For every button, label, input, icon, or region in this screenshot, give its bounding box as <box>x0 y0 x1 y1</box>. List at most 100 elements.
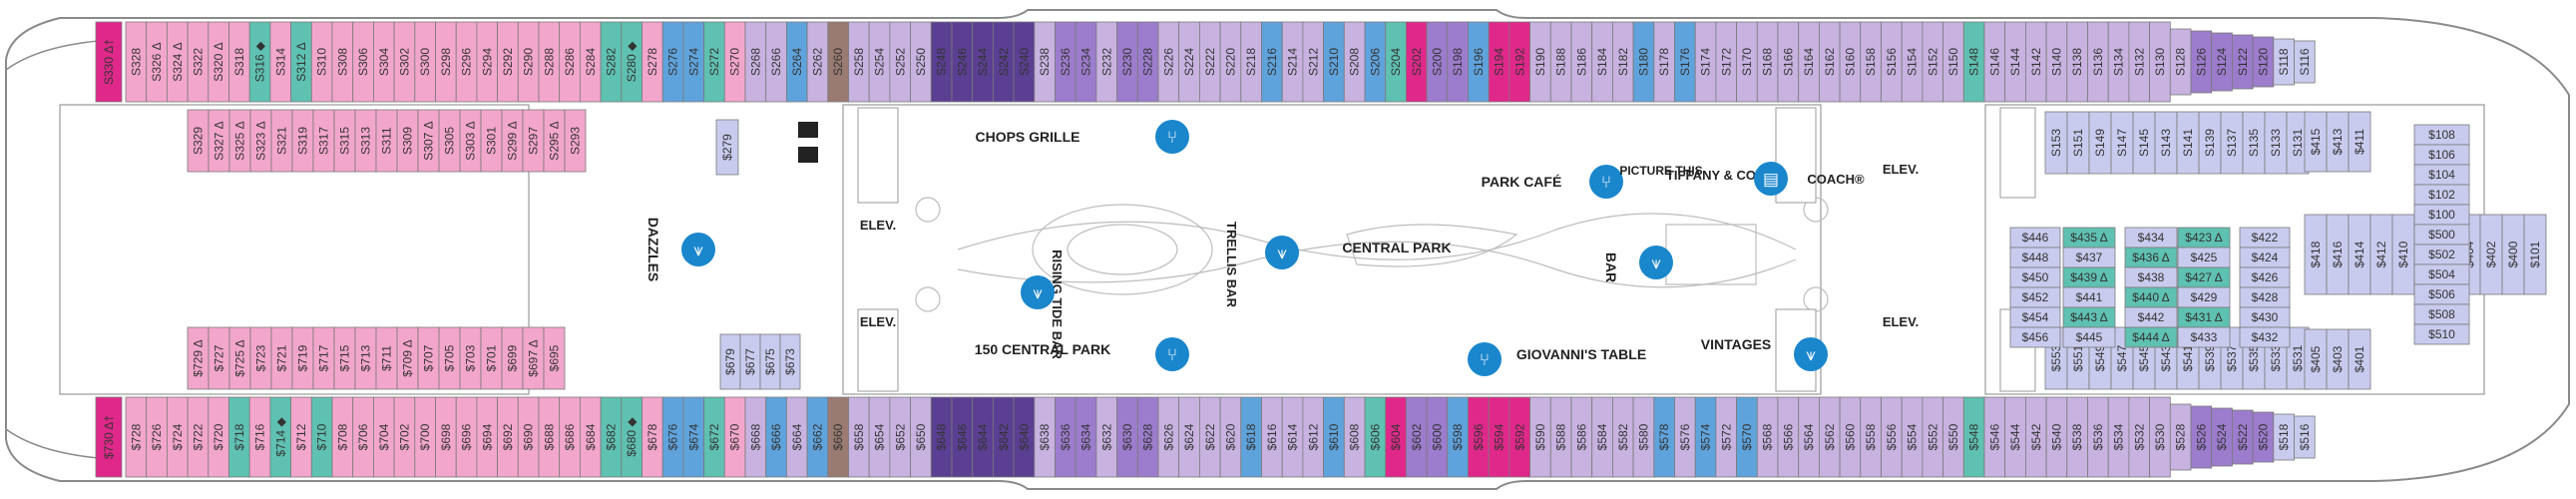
cabin-$698[interactable]: $698 <box>435 396 457 478</box>
cabin-$556[interactable]: $556 <box>1881 396 1903 478</box>
cabin-$445[interactable]: $445 <box>2062 326 2116 348</box>
cabin-$101[interactable]: $101 <box>2523 214 2547 295</box>
cabin-S248[interactable]: S248 <box>930 21 953 103</box>
cabin-S184[interactable]: S184 <box>1591 21 1613 103</box>
venue-elev[interactable]: ELEV. <box>1883 162 1919 177</box>
cabin-$522[interactable]: $522 <box>2231 409 2254 465</box>
cabin-S186[interactable]: S186 <box>1570 21 1593 103</box>
cabin-S226[interactable]: S226 <box>1157 21 1180 103</box>
cabin-$699[interactable]: $699 <box>501 326 524 390</box>
cabin-S312[interactable]: S312 Δ <box>290 21 312 103</box>
cabin-S126[interactable]: S126 <box>2190 30 2213 94</box>
cabin-$660[interactable]: $660 <box>827 396 849 478</box>
cabin-$426[interactable]: $426 <box>2239 266 2291 288</box>
cabin-S310[interactable]: S310 <box>310 21 333 103</box>
cabin-S214[interactable]: S214 <box>1281 21 1304 103</box>
cabin-$675[interactable]: $675 <box>759 333 781 390</box>
cabin-S318[interactable]: S318 <box>228 21 250 103</box>
cabin-$723[interactable]: $723 <box>249 326 272 390</box>
cabin-$431[interactable]: $431 Δ <box>2177 306 2231 328</box>
cabin-S190[interactable]: S190 <box>1529 21 1551 103</box>
cabin-$588[interactable]: $588 <box>1549 396 1572 478</box>
cabin-$566[interactable]: $566 <box>1777 396 1800 478</box>
cabin-$636[interactable]: $636 <box>1055 396 1076 478</box>
cabin-S134[interactable]: S134 <box>2107 21 2130 103</box>
cabin-$594[interactable]: $594 <box>1488 396 1510 478</box>
cabin-S133[interactable]: S133 <box>2264 111 2288 175</box>
cabin-S305[interactable]: S305 <box>438 109 461 173</box>
cabin-$725[interactable]: $725 Δ <box>228 326 251 390</box>
cabin-$548[interactable]: $548 <box>1962 396 1985 478</box>
cabin-$429[interactable]: $429 <box>2177 286 2231 308</box>
cabin-S317[interactable]: S317 <box>312 109 335 173</box>
cabin-$582[interactable]: $582 <box>1612 396 1634 478</box>
cabin-$104[interactable]: $104 <box>2413 164 2470 186</box>
cabin-$550[interactable]: $550 <box>1942 396 1964 478</box>
cabin-S166[interactable]: S166 <box>1777 21 1800 103</box>
cabin-$552[interactable]: $552 <box>1922 396 1944 478</box>
cabin-S158[interactable]: S158 <box>1860 21 1882 103</box>
cabin-$688[interactable]: $688 <box>538 396 561 478</box>
cabin-$616[interactable]: $616 <box>1261 396 1283 478</box>
cabin-$531[interactable]: $531 <box>2286 326 2310 390</box>
cabin-S284[interactable]: S284 <box>580 21 602 103</box>
cabin-$418[interactable]: $418 <box>2304 214 2328 295</box>
cabin-$646[interactable]: $646 <box>951 396 974 478</box>
cabin-$602[interactable]: $602 <box>1406 396 1428 478</box>
cabin-S242[interactable]: S242 <box>993 21 1015 103</box>
cabin-$706[interactable]: $706 <box>352 396 374 478</box>
cabin-$430[interactable]: $430 <box>2239 306 2291 328</box>
cabin-S276[interactable]: S276 <box>661 21 684 103</box>
cabin-S270[interactable]: S270 <box>723 21 746 103</box>
cabin-$400[interactable]: $400 <box>2501 214 2525 295</box>
cabin-S154[interactable]: S154 <box>1901 21 1924 103</box>
cabin-$618[interactable]: $618 <box>1240 396 1262 478</box>
cabin-$423[interactable]: $423 Δ <box>2177 227 2231 249</box>
cabin-$558[interactable]: $558 <box>1860 396 1882 478</box>
cabin-$590[interactable]: $590 <box>1529 396 1551 478</box>
cabin-$403[interactable]: $403 <box>2326 328 2350 390</box>
cabin-$508[interactable]: $508 <box>2413 303 2470 325</box>
cabin-S206[interactable]: S206 <box>1364 21 1387 103</box>
cabin-$544[interactable]: $544 <box>2004 396 2026 478</box>
cabin-$620[interactable]: $620 <box>1219 396 1242 478</box>
cabin-$428[interactable]: $428 <box>2239 286 2291 308</box>
cabin-S329[interactable]: S329 <box>187 109 210 173</box>
cabin-S250[interactable]: S250 <box>910 21 932 103</box>
cabin-S178[interactable]: S178 <box>1653 21 1675 103</box>
cabin-S188[interactable]: S188 <box>1549 21 1572 103</box>
cabin-S301[interactable]: S301 <box>480 109 503 173</box>
cabin-$652[interactable]: $652 <box>889 396 912 478</box>
cabin-$562[interactable]: $562 <box>1819 396 1841 478</box>
cabin-S180[interactable]: S180 <box>1632 21 1655 103</box>
cabin-$713[interactable]: $713 <box>354 326 377 390</box>
cabin-S151[interactable]: S151 <box>2066 111 2090 175</box>
cabin-$578[interactable]: $578 <box>1653 396 1675 478</box>
venue-trellis[interactable]: TRELLIS BAR <box>1224 222 1239 308</box>
cabin-S252[interactable]: S252 <box>889 21 912 103</box>
cabin-$518[interactable]: $518 <box>2273 413 2295 461</box>
cabin-S258[interactable]: S258 <box>848 21 870 103</box>
cabin-$604[interactable]: $604 <box>1385 396 1407 478</box>
cabin-S128[interactable]: S128 <box>2169 28 2192 96</box>
cabin-$448[interactable]: $448 <box>2009 247 2061 268</box>
cabin-$436[interactable]: $436 Δ <box>2124 247 2178 268</box>
cabin-$678[interactable]: $678 <box>642 396 663 478</box>
venue-central_park[interactable]: CENTRAL PARK <box>1342 240 1451 255</box>
venue-dazzles[interactable]: DAZZLES <box>645 218 661 282</box>
cabin-$684[interactable]: $684 <box>580 396 602 478</box>
cabin-$540[interactable]: $540 <box>2045 396 2068 478</box>
cabin-S240[interactable]: S240 <box>1013 21 1036 103</box>
cabin-S288[interactable]: S288 <box>538 21 561 103</box>
cabin-S232[interactable]: S232 <box>1095 21 1118 103</box>
cabin-$542[interactable]: $542 <box>2025 396 2047 478</box>
cabin-S204[interactable]: S204 <box>1385 21 1407 103</box>
cabin-$728[interactable]: $728 <box>125 396 148 478</box>
cabin-$532[interactable]: $532 <box>2128 396 2150 478</box>
cabin-$402[interactable]: $402 <box>2479 214 2503 295</box>
cabin-$435[interactable]: $435 Δ <box>2062 227 2116 249</box>
cabin-$584[interactable]: $584 <box>1591 396 1613 478</box>
venue-picture_this[interactable]: PICTURE THIS <box>1619 164 1702 178</box>
cabin-S116[interactable]: S116 <box>2294 40 2316 84</box>
cabin-$411[interactable]: $411 <box>2348 111 2371 173</box>
